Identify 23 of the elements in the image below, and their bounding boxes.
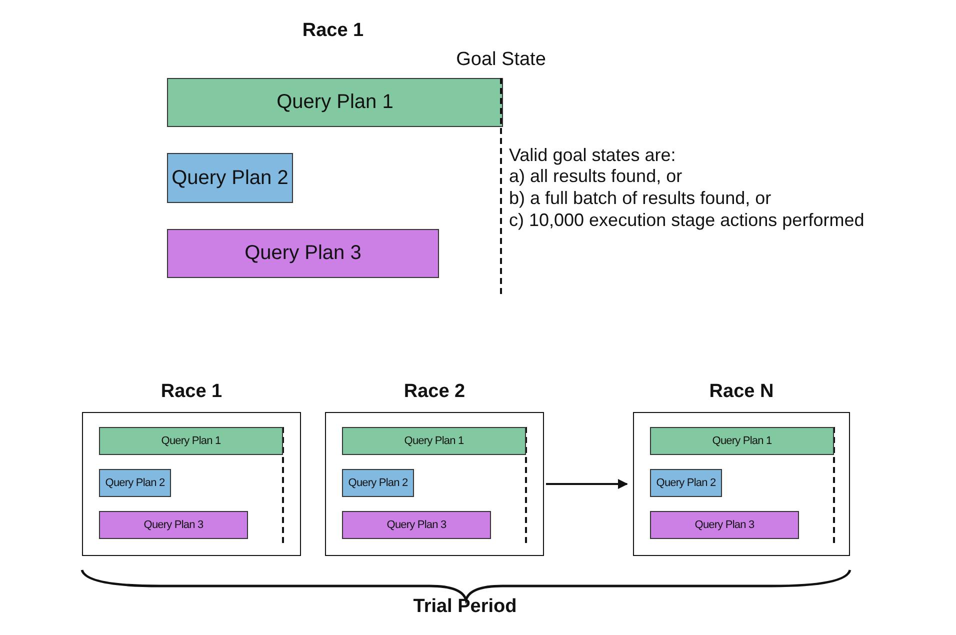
note-text: Valid goal states are:	[509, 145, 676, 166]
query-plan-bar: Query Plan 2	[99, 469, 171, 497]
query-plan-bar: Query Plan 1	[167, 78, 503, 127]
query-plan-bar: Query Plan 3	[342, 511, 491, 539]
query-plan-bar: Query Plan 3	[167, 229, 439, 278]
race-heading: Race N	[708, 380, 775, 404]
query-plan-bar: Query Plan 3	[99, 511, 248, 539]
note-text: a) all results found, or	[509, 166, 682, 187]
query-plan-bar: Query Plan 1	[342, 427, 526, 455]
race-heading: Race 2	[402, 380, 466, 404]
brace-label: Trial Period	[413, 596, 517, 618]
query-plan-bar: Query Plan 2	[167, 153, 293, 203]
note-text: c) 10,000 execution stage actions performed	[509, 210, 864, 231]
query-plan-bar: Query Plan 1	[99, 427, 283, 455]
query-plan-bar: Query Plan 2	[650, 469, 722, 497]
race-heading: Race 1	[302, 20, 364, 42]
arrow	[546, 479, 628, 489]
note-text: b) a full batch of results found, or	[509, 188, 772, 209]
race-heading: Race 1	[160, 380, 224, 404]
query-plan-bar: Query Plan 1	[650, 427, 834, 455]
query-plan-bar: Query Plan 3	[650, 511, 799, 539]
goal-label: Goal State	[456, 49, 546, 71]
query-plan-bar: Query Plan 2	[342, 469, 414, 497]
